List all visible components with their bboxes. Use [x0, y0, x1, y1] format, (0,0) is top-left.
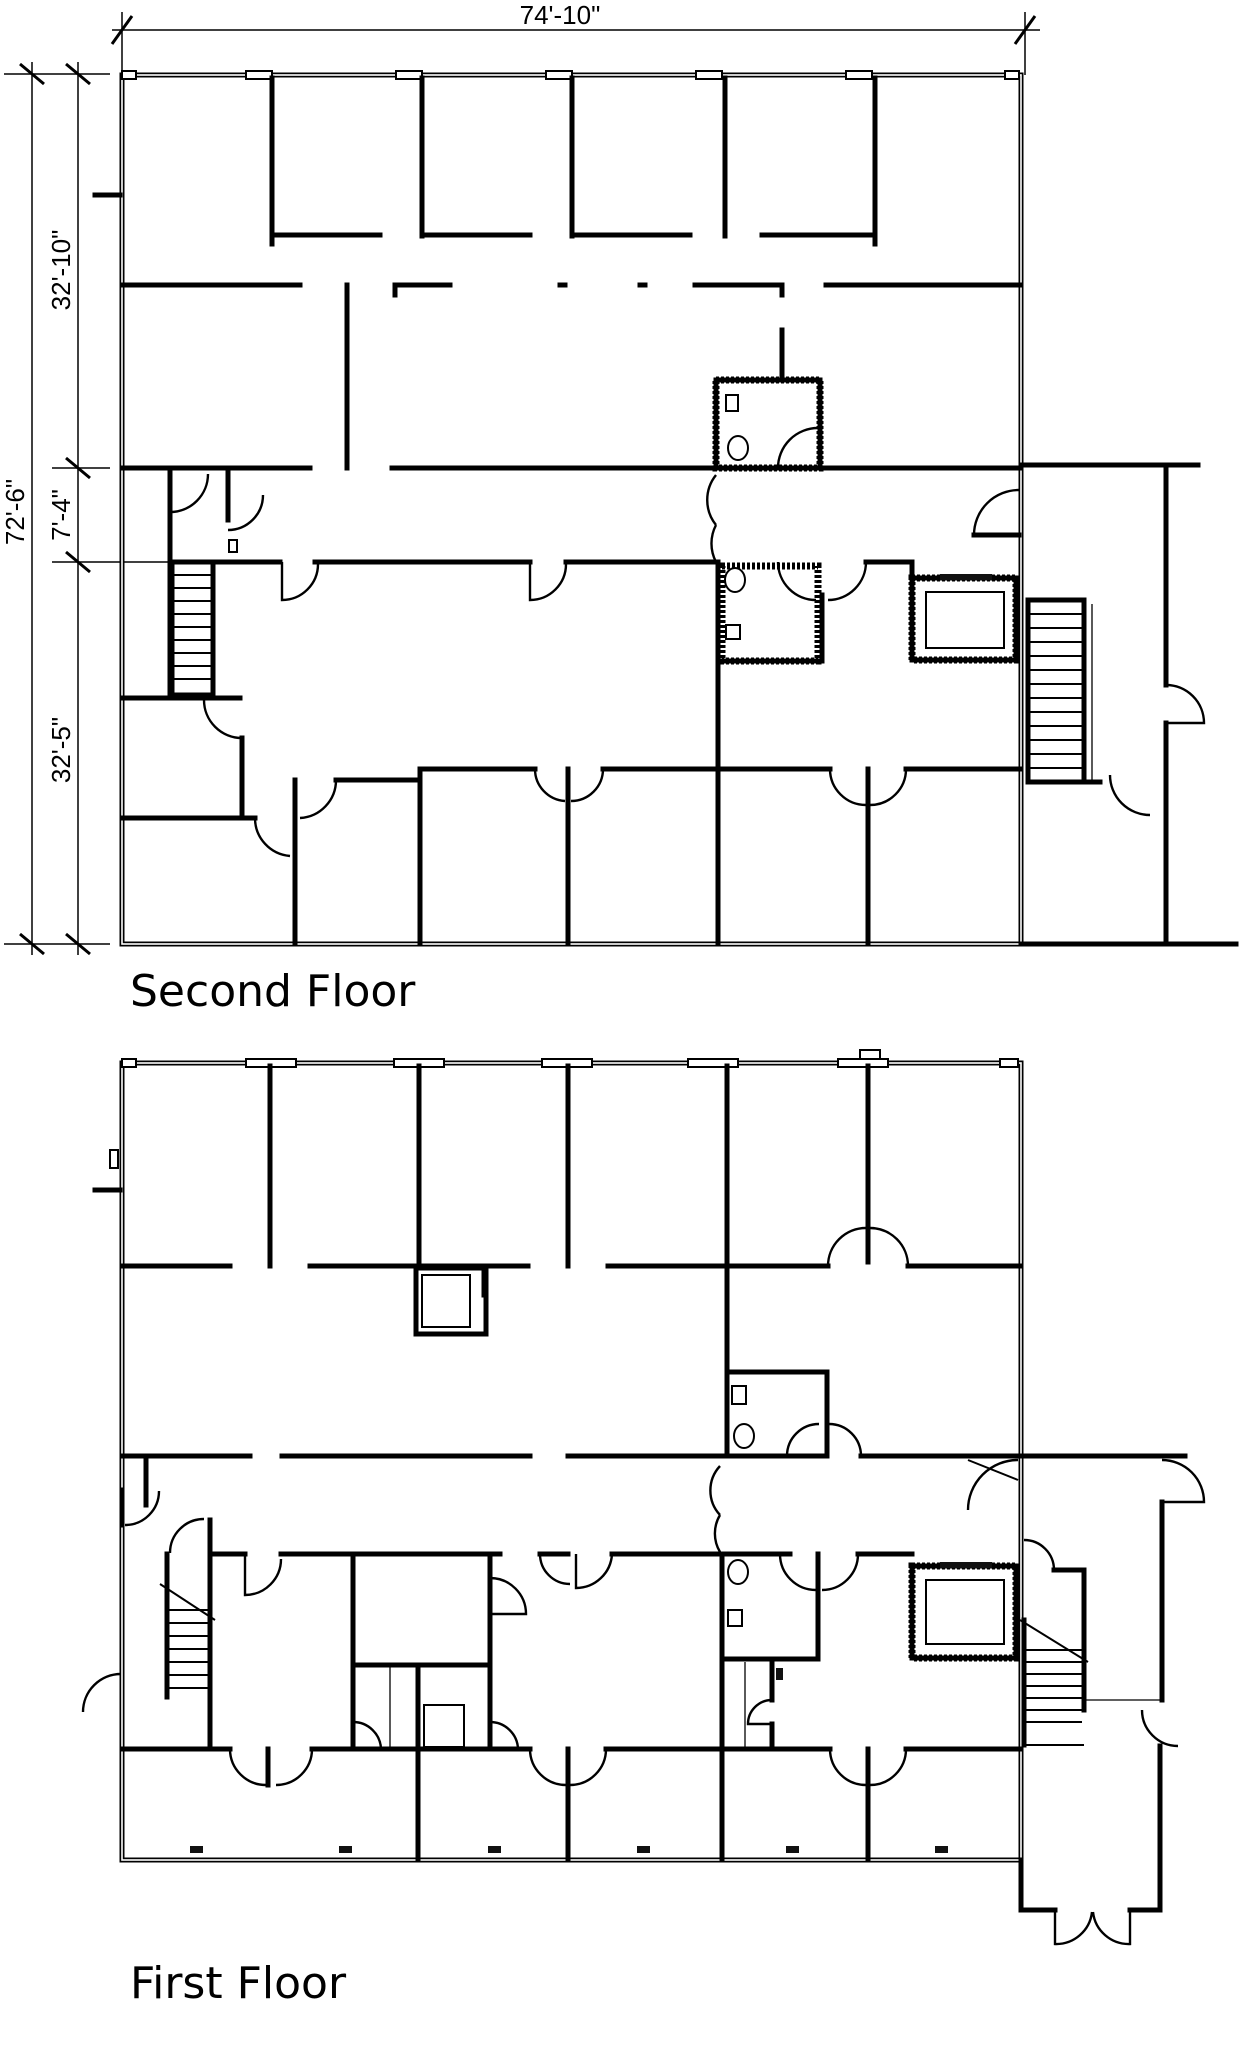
- overall-width-dimension: 74'-10": [520, 0, 601, 30]
- first-floor-right-stairs: [1019, 1617, 1089, 1748]
- overall-depth-dimension: 72'-6": [0, 479, 30, 545]
- second-floor-label: Second Floor: [130, 966, 416, 1017]
- segment-dimension-2: 7'-4": [46, 489, 76, 541]
- segment-dimension-1: 32'-10": [46, 230, 76, 311]
- floor-vents: [190, 1846, 948, 1853]
- first-floor-upper-restroom: [724, 1369, 1024, 1459]
- first-floor-plan: [81, 1049, 1206, 1946]
- first-floor-lower-restroom: [719, 1551, 860, 1863]
- second-floor-right-stairs: [1025, 597, 1087, 785]
- second-floor-elevator: [908, 574, 1020, 664]
- window-frames-top: [121, 70, 1020, 80]
- first-floor-annex: [1018, 1453, 1206, 1946]
- middle-restroom: [718, 561, 868, 665]
- second-floor-left-stairs: [169, 559, 216, 698]
- dimension-lines: 74'-10" 72'-6" 32'-10" 7'-4" 32'-5": [0, 0, 1040, 956]
- second-floor-plan: [92, 70, 1239, 947]
- first-floor-left-stairs: [159, 1517, 216, 1752]
- window-frames-top-first: [121, 1049, 1019, 1068]
- first-floor-label: First Floor: [130, 1958, 347, 2009]
- second-floor-annex: [1018, 462, 1239, 947]
- first-floor-small-enclosure: [413, 1265, 489, 1337]
- first-floor-elevator: [908, 1562, 1020, 1662]
- segment-dimension-3: 32'-5": [46, 717, 76, 783]
- upper-restroom: [712, 376, 824, 472]
